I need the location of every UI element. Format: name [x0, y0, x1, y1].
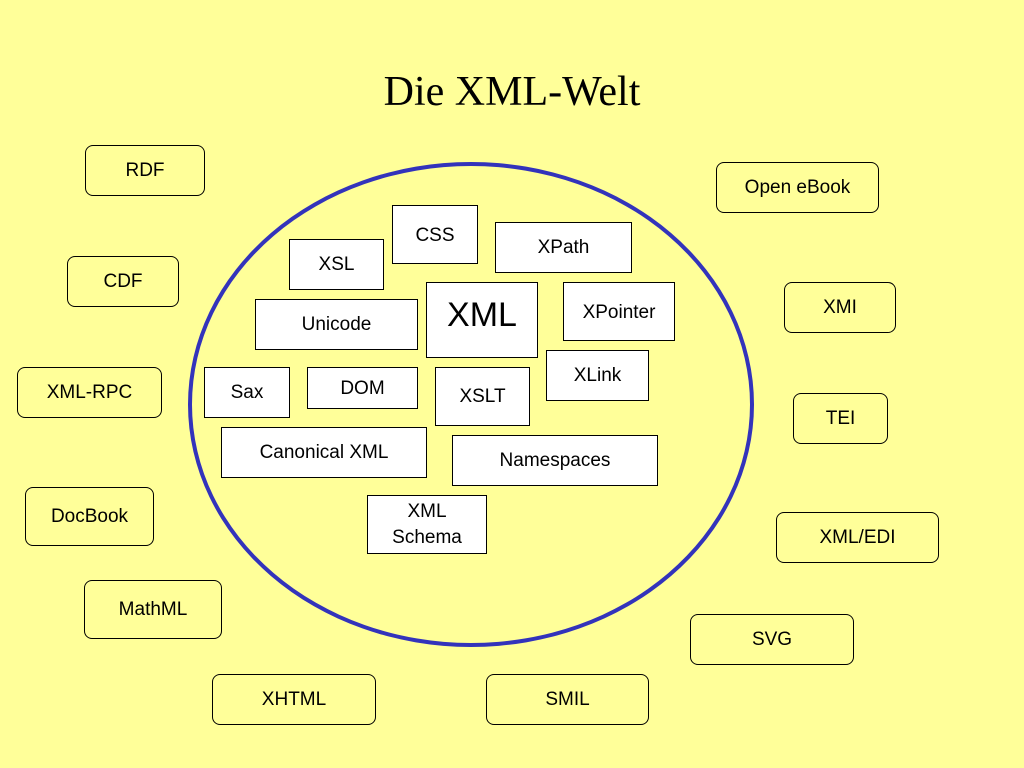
box-open-ebook-label: Open eBook	[744, 176, 851, 198]
box-xhtml-label: XHTML	[261, 688, 327, 710]
box-tei-label: TEI	[825, 407, 856, 429]
box-sax: Sax	[204, 367, 290, 418]
box-unicode-label: Unicode	[301, 313, 372, 335]
box-xml-schema-line1: XML	[407, 500, 447, 522]
box-xlink: XLink	[546, 350, 649, 401]
box-cdf: CDF	[67, 256, 179, 307]
box-svg: SVG	[690, 614, 854, 665]
box-xml-schema-line2: Schema	[392, 526, 462, 548]
box-xpath-label: XPath	[537, 237, 590, 258]
box-unicode: Unicode	[255, 299, 418, 350]
box-xslt-label: XSLT	[459, 385, 506, 407]
box-open-ebook: Open eBook	[716, 162, 879, 213]
box-xml: XML	[426, 282, 538, 358]
box-xml-edi: XML/EDI	[776, 512, 939, 563]
box-cdf-label: CDF	[103, 270, 143, 292]
box-smil-label: SMIL	[545, 688, 590, 710]
box-xpath: XPath	[495, 222, 632, 273]
box-xpointer: XPointer	[563, 282, 675, 341]
box-xml-edi-label: XML/EDI	[819, 526, 896, 548]
box-xlink-label: XLink	[573, 365, 622, 386]
box-docbook-label: DocBook	[50, 505, 129, 527]
box-css: CSS	[392, 205, 478, 264]
box-xml-rpc: XML-RPC	[17, 367, 162, 418]
box-rdf: RDF	[85, 145, 205, 196]
box-xhtml: XHTML	[212, 674, 376, 725]
box-canonical-xml: Canonical XML	[221, 427, 427, 478]
box-mathml: MathML	[84, 580, 222, 639]
box-smil: SMIL	[486, 674, 649, 725]
box-css-label: CSS	[415, 225, 455, 246]
box-xslt: XSLT	[435, 367, 530, 426]
box-docbook: DocBook	[25, 487, 154, 546]
box-xmi-label: XMI	[823, 296, 857, 318]
box-dom: DOM	[307, 367, 418, 409]
slide-title: Die XML-Welt	[383, 69, 641, 115]
box-xml-schema: XML Schema	[367, 495, 487, 554]
box-xml-rpc-label: XML-RPC	[46, 381, 133, 403]
xml-core-ellipse	[188, 162, 754, 647]
box-dom-label: DOM	[340, 378, 385, 399]
box-rdf-label: RDF	[125, 159, 165, 181]
box-namespaces: Namespaces	[452, 435, 658, 486]
box-mathml-label: MathML	[118, 598, 188, 620]
box-svg-label: SVG	[751, 628, 793, 650]
box-sax-label: Sax	[230, 381, 264, 403]
box-xml-label: XML	[447, 296, 517, 334]
box-xsl-label: XSL	[318, 253, 355, 275]
box-namespaces-label: Namespaces	[499, 449, 611, 471]
box-xmi: XMI	[784, 282, 896, 333]
box-xpointer-label: XPointer	[582, 302, 656, 323]
box-tei: TEI	[793, 393, 888, 444]
box-canonical-xml-label: Canonical XML	[259, 442, 389, 463]
box-xsl: XSL	[289, 239, 384, 290]
